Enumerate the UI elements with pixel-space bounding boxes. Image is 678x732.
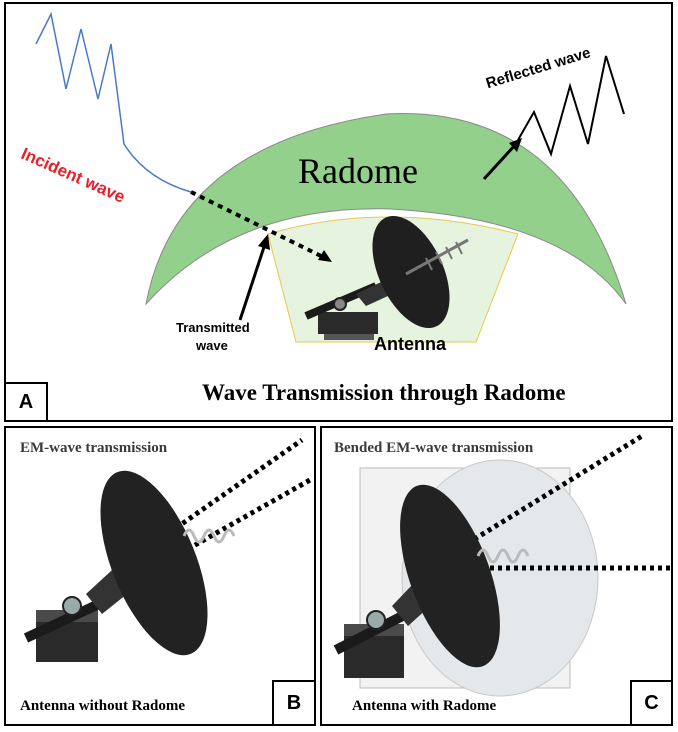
panel-b-letter: B: [272, 680, 314, 724]
panel-c-caption: Antenna with Radome: [352, 698, 497, 714]
transmitted-arrow: [238, 243, 267, 321]
panel-c-letter: C: [630, 680, 671, 724]
transmitted-label-line1: Transmitted: [176, 320, 250, 335]
panel-b-caption: Antenna without Radome: [20, 698, 186, 714]
panel-b: EM-wave transmission Antenna without Rad…: [4, 426, 316, 726]
reflected-wave-line: [517, 55, 625, 158]
incident-wave-line: [35, 11, 192, 193]
panel-c: Bended EM-wave transmission Antenna with…: [320, 426, 673, 726]
radome-shape: [145, 113, 627, 306]
transmitted-label-line2: wave: [196, 338, 228, 353]
transmitted-arrowhead: [258, 234, 270, 250]
panel-b-graphic: [23, 437, 312, 662]
incident-arrowhead: [318, 250, 332, 262]
panel-b-title: EM-wave transmission: [20, 440, 168, 456]
radome-to-reflected-arrow: [482, 142, 518, 181]
beam-upper: [174, 437, 304, 531]
panel-a-caption: Wave Transmission through Radome: [202, 380, 566, 405]
incident-dotted-path: [190, 190, 322, 258]
radome-arrowhead: [509, 138, 522, 152]
panel-c-graphic: [333, 433, 671, 697]
panel-a-graphic: [35, 11, 627, 343]
radome-label: Radome: [298, 151, 418, 191]
panel-a-letter: A: [6, 382, 48, 420]
panel-c-title: Bended EM-wave transmission: [334, 440, 534, 456]
antenna-c: [333, 484, 530, 678]
beam-bent-upper: [445, 433, 644, 559]
antenna-label: Antenna: [374, 334, 446, 354]
antenna-b: [23, 470, 236, 662]
antenna-a: [304, 215, 469, 340]
panel-a: Radome Incident wave Reflected wave Tran…: [4, 2, 673, 422]
